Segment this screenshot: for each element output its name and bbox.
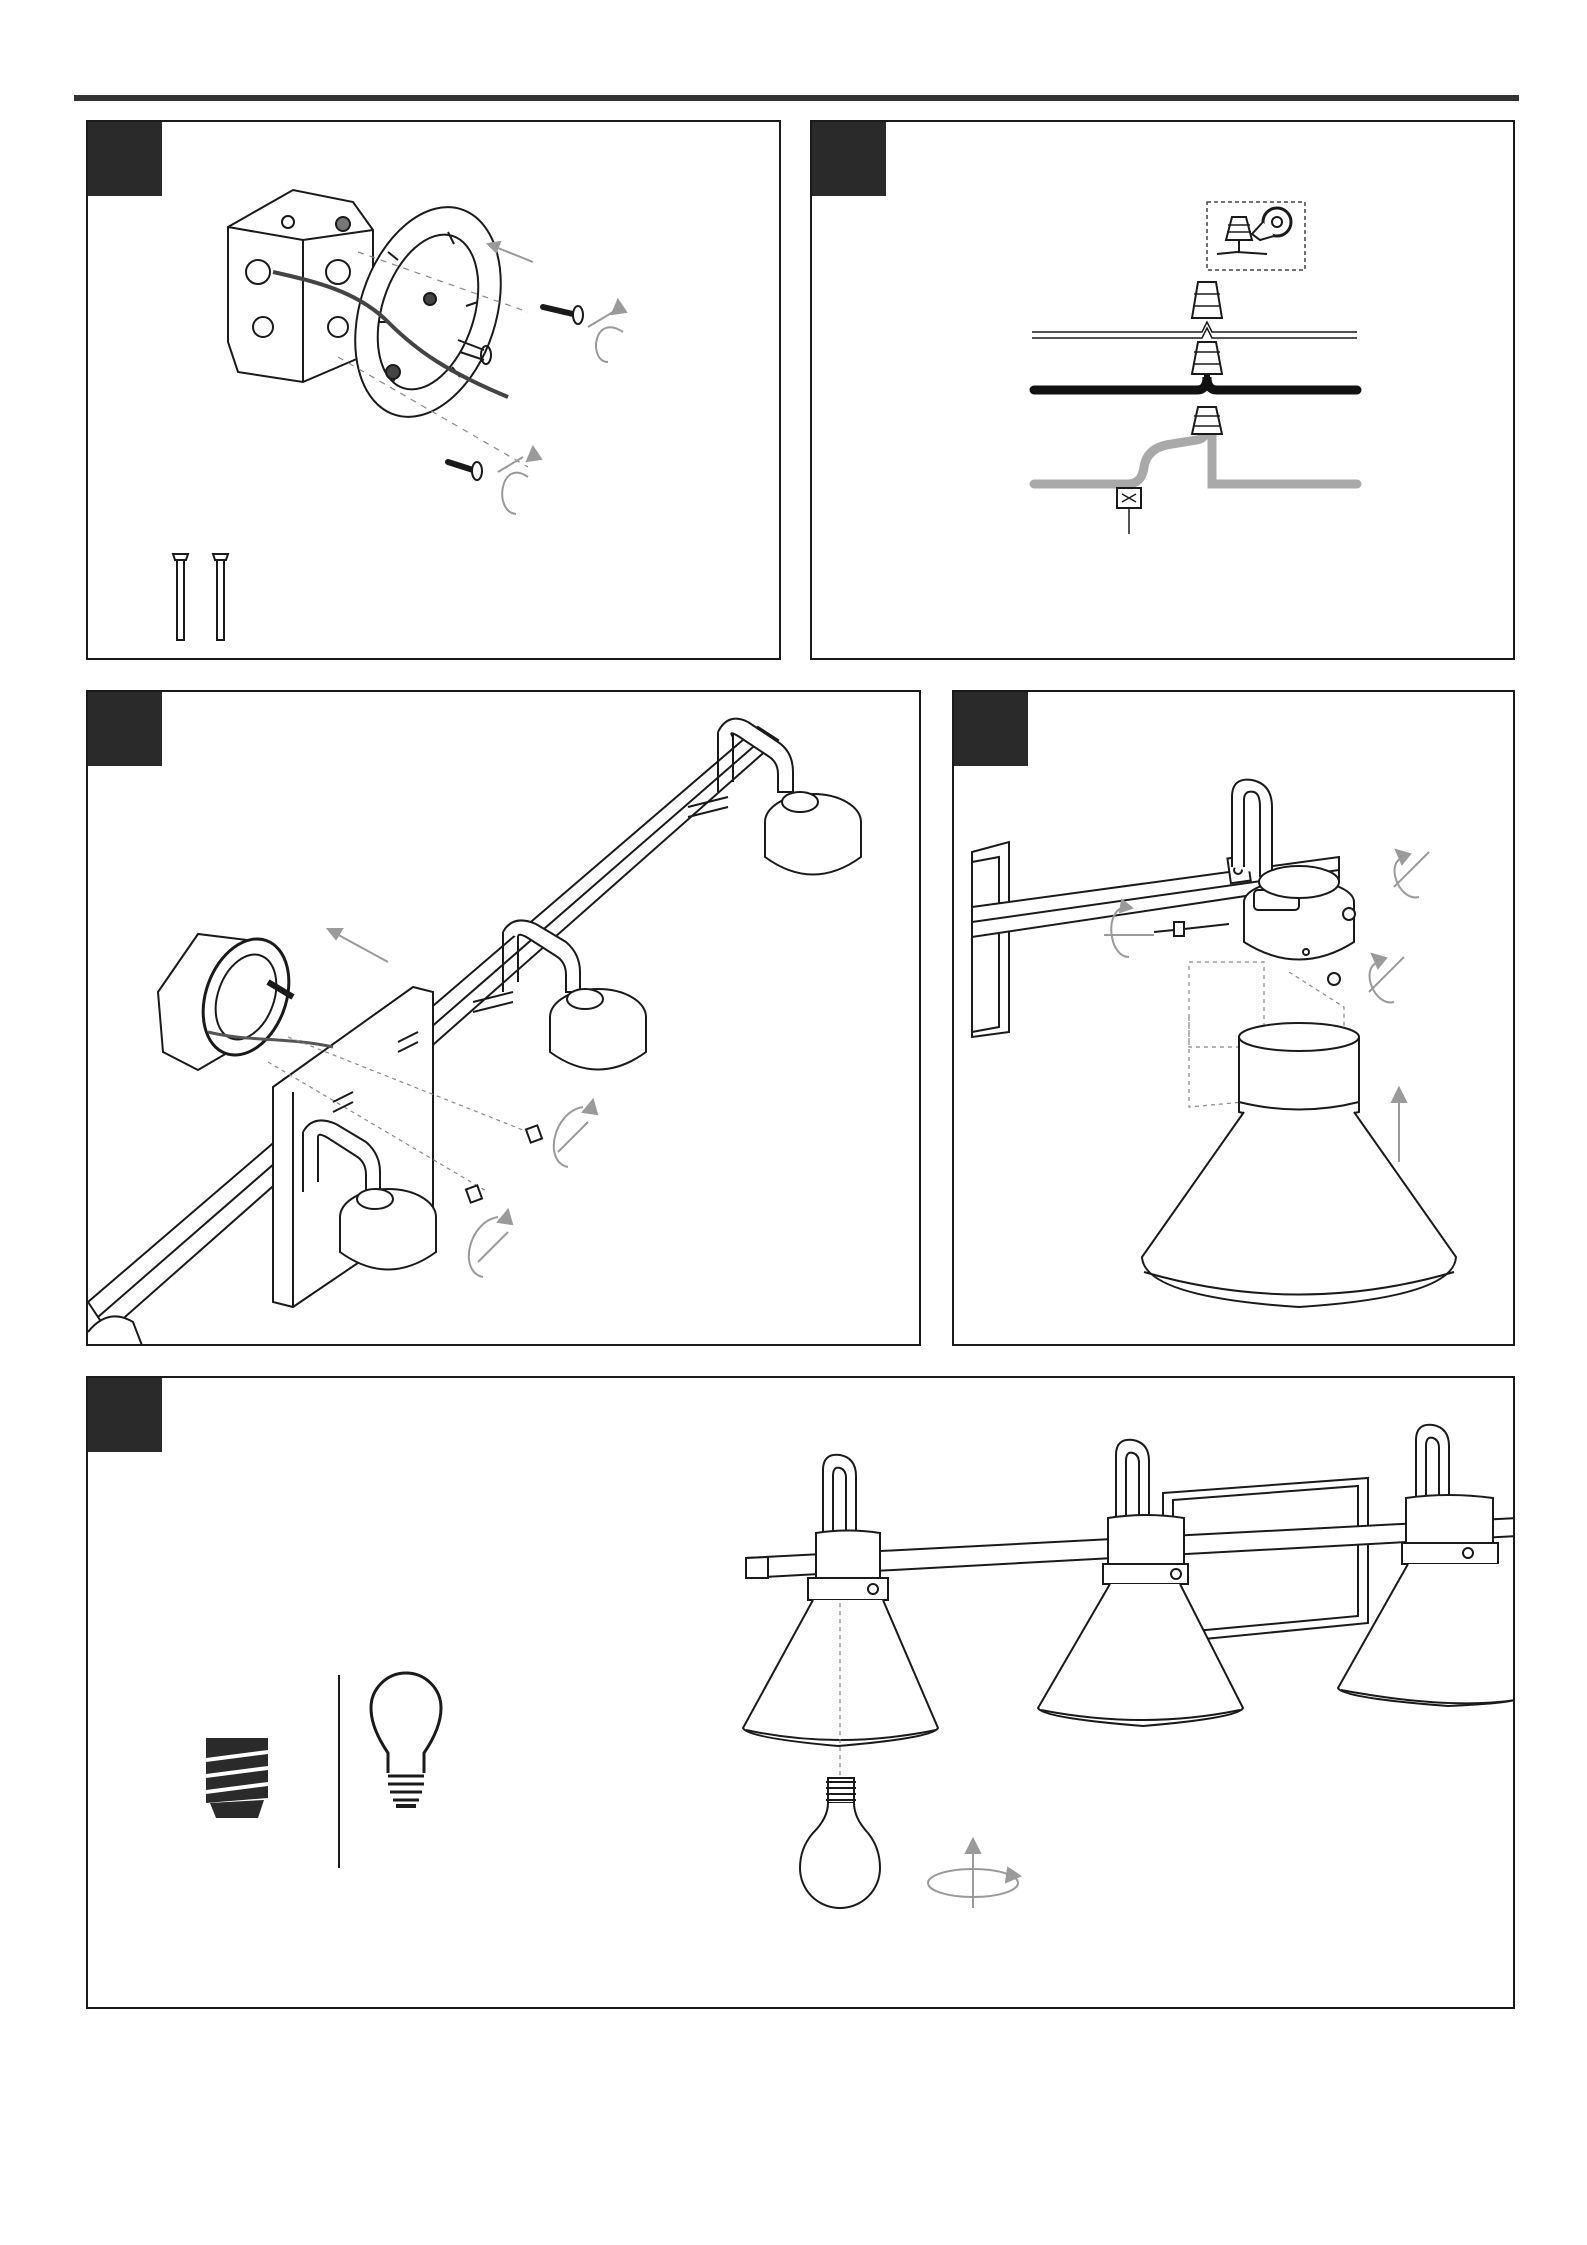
step-4-panel: [952, 690, 1515, 1346]
rotate-arrow-lower: [469, 1217, 508, 1277]
socket-cup-2: [473, 920, 646, 1069]
set-screw-right: [1343, 908, 1355, 920]
step-1-panel: [86, 120, 781, 660]
step-3-illustration: [88, 692, 921, 1346]
junction-box: [228, 190, 373, 382]
fixture-backplate: [972, 842, 1009, 1037]
white-wire-connection: [1032, 282, 1357, 338]
a-type-bulb-icon: [371, 1673, 441, 1806]
wire-nut-tape-inset: [1207, 202, 1305, 270]
step-1-illustration: [88, 122, 781, 660]
step-4-illustration: [954, 692, 1515, 1346]
rotate-install-arrow: [928, 1839, 1020, 1908]
socket-cup: [1244, 866, 1354, 960]
step-5-panel: [86, 1376, 1515, 2009]
step-5-illustration: [88, 1378, 1515, 2009]
mounting-screws-hardware: [173, 554, 228, 640]
rotate-arrow-upper: [588, 312, 623, 362]
step-2-illustration: [812, 122, 1515, 660]
direction-arrow: [333, 932, 388, 962]
set-screw-lower: [1328, 973, 1340, 985]
step-2-panel: [810, 120, 1515, 660]
socket-cup-partial: [88, 1316, 143, 1346]
rotate-arrow-lower: [498, 457, 528, 514]
light-bulb: [800, 1778, 880, 1908]
rotate-arrow-upper: [554, 1107, 588, 1167]
base-type-icon: [206, 1738, 268, 1818]
rotate-arrow-mid: [1369, 957, 1404, 1002]
header-rule: [74, 95, 1519, 101]
junction-box-with-plate: [158, 927, 333, 1070]
screw-lower: [448, 462, 482, 480]
ground-wire-connection: [1034, 407, 1357, 534]
black-wire-connection: [1034, 342, 1357, 390]
step-3-panel: [86, 690, 921, 1346]
screw-upper: [543, 306, 583, 324]
